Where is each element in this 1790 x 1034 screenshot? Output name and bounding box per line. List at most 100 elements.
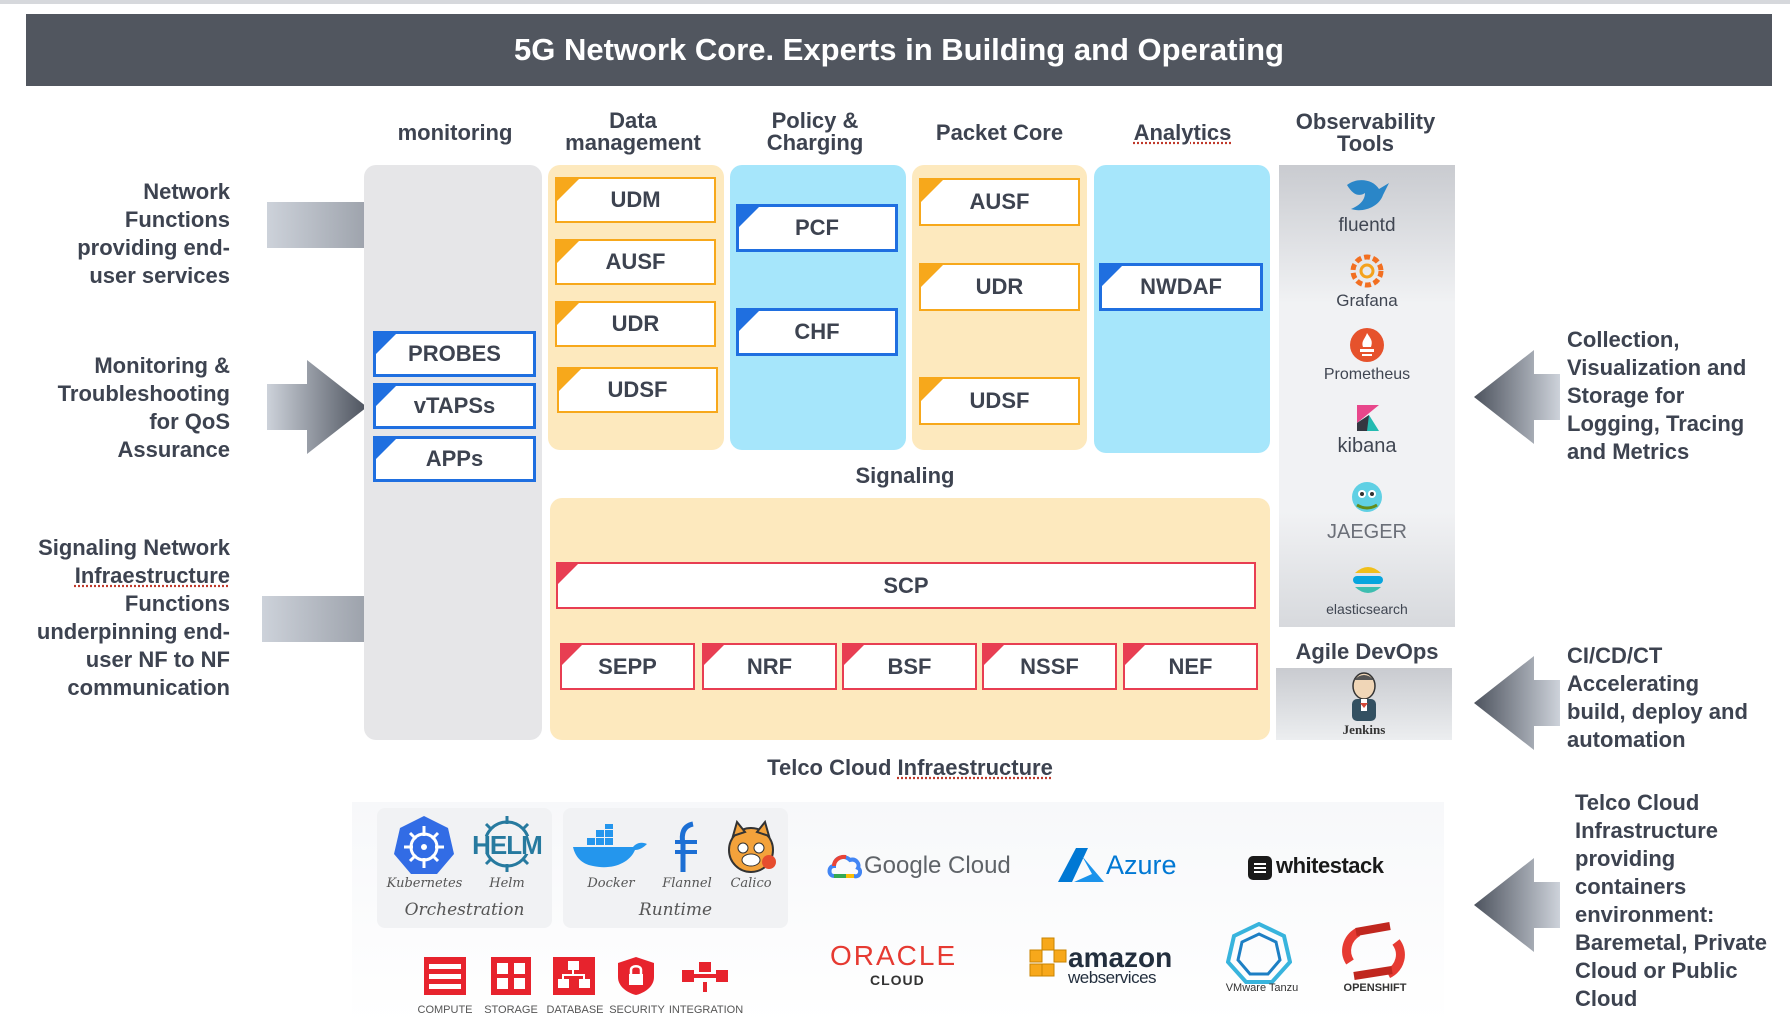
aws-boxes-icon bbox=[1029, 937, 1067, 977]
security-shield-icon bbox=[618, 957, 654, 995]
helm-wheel-icon bbox=[478, 816, 536, 872]
label-telco-cloud-infra: Telco Cloud Infrastructure providing con… bbox=[1575, 789, 1787, 1013]
elasticsearch-label: elasticsearch bbox=[1326, 601, 1408, 617]
udr-box[interactable]: UDR bbox=[555, 301, 716, 347]
vtapss-box[interactable]: vTAPSs bbox=[373, 383, 536, 429]
label-line: environment: bbox=[1575, 902, 1715, 927]
box-label: SCP bbox=[883, 572, 929, 598]
nssf-box[interactable]: NSSF bbox=[982, 643, 1117, 690]
col-header-data-management: Data management bbox=[548, 110, 718, 154]
box-label: UDSF bbox=[969, 388, 1030, 413]
label-line: Assurance bbox=[117, 437, 230, 462]
signaling-panel bbox=[550, 498, 1270, 740]
kibana-icon bbox=[1357, 405, 1379, 431]
box-label: AUSF bbox=[969, 189, 1030, 214]
kibana-label: kibana bbox=[1337, 435, 1397, 457]
ausf-box[interactable]: AUSF bbox=[555, 239, 716, 285]
box-label: UDR bbox=[611, 311, 660, 336]
label-line: CI/CD/CT bbox=[1567, 643, 1663, 668]
col-header-policy-charging: Policy & Charging bbox=[730, 110, 900, 154]
box-label: APPs bbox=[425, 446, 484, 471]
integration-label: INTEGRATION bbox=[668, 1004, 744, 1016]
label-line: Network bbox=[143, 179, 230, 204]
kubernetes-icon bbox=[394, 816, 454, 874]
box-label: PROBES bbox=[408, 341, 501, 366]
compute-icon bbox=[424, 957, 466, 995]
jenkins-label: Jenkins bbox=[1342, 722, 1386, 737]
jenkins-panel: Jenkins bbox=[1276, 668, 1452, 740]
openshift-icon bbox=[1342, 922, 1405, 980]
label-line: and Metrics bbox=[1567, 439, 1690, 464]
google-cloud-icon bbox=[827, 854, 862, 879]
label-line: Visualization and bbox=[1567, 355, 1747, 380]
kubernetes-label: Kubernetes bbox=[386, 876, 463, 891]
box-label: NRF bbox=[746, 653, 793, 679]
amazon-logo: amazon bbox=[1068, 942, 1173, 973]
col-header-line: management bbox=[565, 130, 701, 155]
apps-box[interactable]: APPs bbox=[373, 436, 536, 482]
box-label: PCF bbox=[795, 215, 839, 240]
label-line: providing bbox=[1575, 846, 1676, 871]
scp-box[interactable]: SCP bbox=[556, 562, 1256, 609]
docker-whale-icon bbox=[573, 824, 647, 868]
col-header-line: Observability bbox=[1295, 109, 1436, 134]
box-label: SEPP bbox=[598, 653, 657, 679]
probes-box[interactable]: PROBES bbox=[373, 331, 536, 377]
label-cicd: CI/CD/CT Accelerating build, deploy and … bbox=[1567, 642, 1787, 754]
sepp-box[interactable]: SEPP bbox=[560, 643, 695, 690]
box-label: UDR bbox=[975, 274, 1024, 299]
nrf-box[interactable]: NRF bbox=[702, 643, 837, 690]
flannel-icon bbox=[675, 821, 697, 872]
label-monitoring-troubleshooting: Monitoring & Troubleshooting for QoS Ass… bbox=[20, 352, 230, 464]
pc-ausf-box[interactable]: AUSF bbox=[919, 178, 1080, 226]
box-label: NWDAF bbox=[1140, 274, 1222, 299]
vmware-tanzu-label: VMware Tanzu bbox=[1225, 982, 1299, 994]
chf-box[interactable]: CHF bbox=[736, 308, 898, 356]
box-label: NEF bbox=[1168, 653, 1213, 679]
label-line: for QoS bbox=[149, 409, 230, 434]
udm-box[interactable]: UDM bbox=[555, 177, 716, 223]
whitestack-logo: whitestack bbox=[1276, 853, 1384, 878]
pc-udr-box[interactable]: UDR bbox=[919, 263, 1080, 311]
prometheus-label: Prometheus bbox=[1323, 366, 1411, 383]
amazon-webservices-label: webservices bbox=[1068, 968, 1157, 987]
label-line: Troubleshooting bbox=[57, 381, 230, 406]
udsf-box[interactable]: UDSF bbox=[557, 367, 718, 413]
flannel-label: Flannel bbox=[662, 876, 712, 891]
label-line: Cloud bbox=[1575, 986, 1638, 1011]
runtime-label: Runtime bbox=[638, 900, 713, 920]
arrow-left-cicd-icon bbox=[1474, 656, 1560, 750]
oracle-logo: ORACLE bbox=[830, 940, 958, 971]
calico-label: Calico bbox=[730, 876, 772, 891]
label-line: Logging, Tracing bbox=[1567, 411, 1745, 436]
label-line: automation bbox=[1567, 727, 1686, 752]
pc-udsf-box[interactable]: UDSF bbox=[919, 377, 1080, 425]
azure-icon bbox=[1058, 848, 1104, 882]
label-line: build, deploy and bbox=[1567, 699, 1748, 724]
col-header-line: Tools bbox=[1336, 131, 1395, 156]
label-network-functions: Network Functions providing end- user se… bbox=[20, 178, 230, 290]
helm-logo-text: HELM bbox=[472, 830, 543, 860]
jaeger-label: JAEGER bbox=[1326, 521, 1408, 543]
label-collection-visualization: Collection, Visualization and Storage fo… bbox=[1567, 326, 1787, 466]
pcf-box[interactable]: PCF bbox=[736, 204, 898, 252]
nef-box[interactable]: NEF bbox=[1123, 643, 1258, 690]
label-part: Infraestructure bbox=[897, 755, 1053, 780]
arrow-right-mon-icon bbox=[267, 360, 367, 454]
label-line: underpinning end- bbox=[36, 619, 230, 644]
elasticsearch-icon bbox=[1353, 567, 1383, 593]
label-line: Storage for bbox=[1567, 383, 1685, 408]
col-header-line: Policy & bbox=[771, 108, 859, 133]
label-line: providing end- bbox=[77, 235, 230, 260]
box-label: AUSF bbox=[605, 249, 666, 274]
label-line: Accelerating bbox=[1567, 671, 1700, 696]
helm-label: Helm bbox=[489, 876, 525, 891]
bsf-box[interactable]: BSF bbox=[842, 643, 977, 690]
label-line: Signaling Network bbox=[38, 535, 230, 560]
top-border-line bbox=[0, 0, 1790, 4]
nwdaf-box[interactable]: NWDAF bbox=[1099, 263, 1263, 311]
grafana-icon bbox=[1350, 254, 1384, 288]
label-line: Collection, bbox=[1567, 327, 1680, 352]
label-line: Monitoring & bbox=[94, 353, 230, 378]
box-label: BSF bbox=[887, 653, 932, 679]
